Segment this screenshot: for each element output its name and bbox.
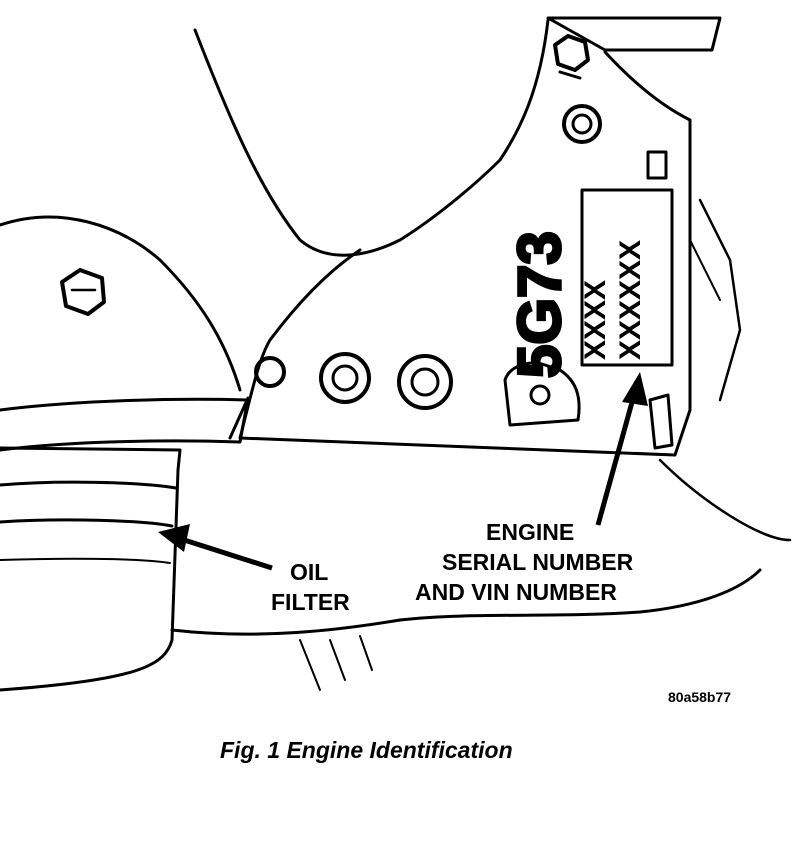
figure-caption: Fig. 1 Engine Identification [220,737,513,763]
id-plate [580,188,674,367]
engine-block-plate [238,50,692,457]
left-bolt [60,268,106,316]
oil-filter-arrow [158,524,190,552]
engine-serial-arrow [622,372,648,406]
boss-holes [254,352,453,410]
plate-line-2: XXXXXX [614,240,647,360]
plate-line-1: XXXX [579,280,612,360]
oil-filter-label-line-2: FILTER [271,589,350,615]
top-bolt [553,34,590,80]
oil-filter [0,446,182,692]
mounting-ear [503,361,581,427]
top-bracket [546,16,722,52]
oil-filter-label-line-1: OIL [290,559,328,585]
upper-hole [562,104,602,144]
engine-label-line-2: SERIAL NUMBER [442,549,634,575]
engine-label-line-1: ENGINE [486,519,574,545]
casting-mark: 5G73 [506,231,573,378]
engine-housing-outline [193,18,550,257]
engine-label-line-3: AND VIN NUMBER [415,579,617,605]
square-mark [646,150,668,180]
filter-flange [0,396,250,452]
drawing-code: 80a58b77 [668,689,731,705]
